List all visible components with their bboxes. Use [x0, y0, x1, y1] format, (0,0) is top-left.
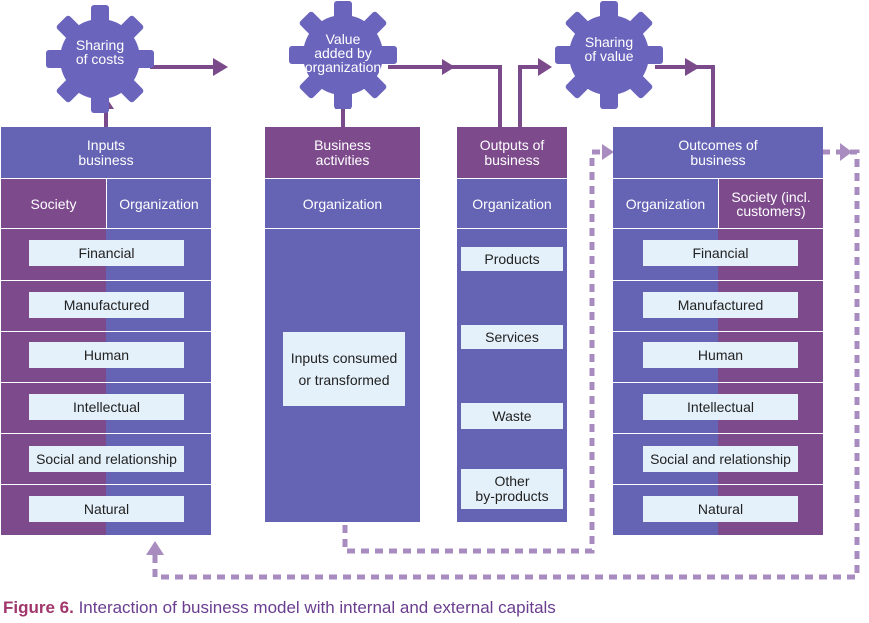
outputs-sub-organization: Organization [457, 179, 567, 229]
inputs-col-organization: Organization [106, 179, 211, 229]
outputs-block: Outputs of business Organization Product… [457, 127, 567, 522]
connector-sharing-value-to-outcomes [655, 65, 715, 127]
outcomes-row [613, 281, 823, 332]
gear-value-added: Value added by organization [288, 0, 398, 110]
inputs-row [1, 332, 211, 383]
gear-label-sharing-of-value: Sharing of value [584, 34, 634, 64]
activities-block: Business activities Organization Inputs … [265, 127, 420, 522]
outcomes-capital-natural: Natural [643, 496, 798, 522]
arrowhead-dashed-to-outcomes-right [840, 143, 852, 161]
gear-sharing-of-value: Sharing of value [554, 0, 664, 110]
arrowhead-to-sharing-value [538, 58, 552, 76]
outcomes-capital-social: Social and relationship [643, 446, 798, 472]
dashed-loop-outcomes-to-inputs [152, 149, 860, 580]
outcomes-row [613, 229, 823, 281]
inputs-block: Inputs business Society Organization Fin… [1, 127, 211, 535]
gear-label-value-added: Value added by organization [304, 31, 382, 75]
outcomes-title: Outcomes of business [613, 127, 823, 179]
outputs-item-other-byproducts: Other by-products [461, 469, 563, 509]
inputs-capital-financial: Financial [29, 240, 184, 266]
outcomes-row [613, 332, 823, 383]
dashed-loop-activities-to-outcomes [342, 149, 604, 554]
arrowhead-into-outputs-left [442, 59, 455, 75]
outcomes-row [613, 434, 823, 485]
inputs-capital-social: Social and relationship [29, 446, 184, 472]
figure-caption-text: Interaction of business model with inter… [73, 598, 556, 617]
activities-title: Business activities [265, 127, 420, 179]
inputs-capital-manufactured: Manufactured [29, 292, 184, 318]
outcomes-capital-financial: Financial [643, 240, 798, 266]
arrowhead-dashed-into-outcomes [602, 144, 614, 160]
inputs-col-society: Society [1, 179, 106, 229]
outputs-item-products: Products [461, 247, 563, 271]
gear-label-sharing-of-costs: Sharing of costs [75, 37, 125, 67]
connector-outputs-to-sharing-value [518, 65, 540, 127]
activities-body: Inputs consumed or transformed [283, 332, 405, 406]
outcomes-col-society: Society (incl. customers) [718, 179, 823, 229]
inputs-title: Inputs business [1, 127, 211, 179]
gear-sharing-of-costs: Sharing of costs [45, 4, 155, 114]
inputs-capital-human: Human [29, 342, 184, 368]
inputs-capital-intellectual: Intellectual [29, 394, 184, 420]
outputs-item-waste: Waste [461, 403, 563, 429]
gear-icon [555, 1, 663, 109]
inputs-row [1, 383, 211, 434]
outcomes-block: Outcomes of business Organization Societ… [613, 127, 823, 535]
arrowhead-to-value-added [213, 58, 228, 76]
outcomes-row [613, 383, 823, 434]
outcomes-capital-human: Human [643, 342, 798, 368]
outcomes-capital-manufactured: Manufactured [643, 292, 798, 318]
connector-value-added-to-outputs [388, 65, 502, 127]
arrowhead-into-outcomes [685, 58, 700, 76]
figure-caption-label: Figure 6. [3, 598, 74, 617]
inputs-capital-natural: Natural [29, 496, 184, 522]
gear-icon [289, 1, 397, 109]
gear-icon [46, 5, 154, 113]
activities-sub-organization: Organization [265, 179, 420, 229]
outcomes-col-organization: Organization [613, 179, 718, 229]
inputs-row [1, 434, 211, 485]
outcomes-capital-intellectual: Intellectual [643, 394, 798, 420]
inputs-row [1, 229, 211, 281]
outputs-item-services: Services [461, 325, 563, 349]
inputs-row [1, 281, 211, 332]
outputs-title: Outputs of business [457, 127, 567, 179]
figure-caption: Figure 6. Interaction of business model … [3, 598, 703, 620]
arrowhead-dashed-into-inputs [146, 541, 164, 555]
